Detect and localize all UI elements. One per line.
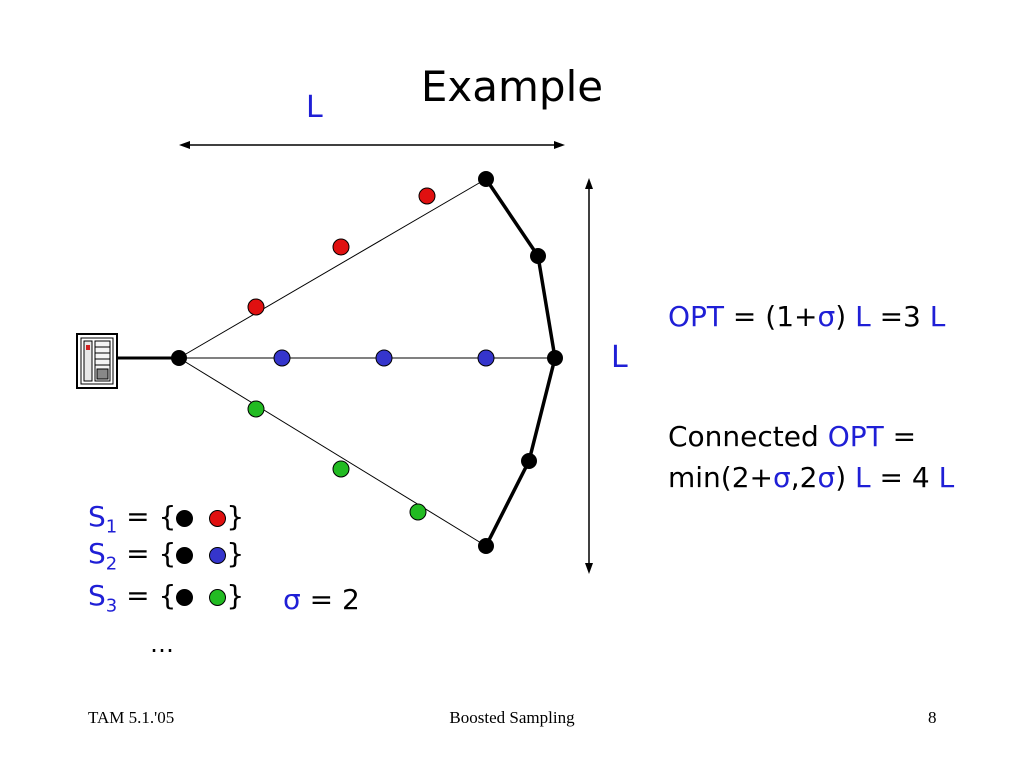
set-open: = { — [117, 537, 177, 570]
connected-eq: = — [883, 420, 917, 453]
connected-opt-line1: Connected OPT = — [668, 420, 916, 453]
red-node — [247, 298, 265, 316]
ellipsis: … — [150, 630, 174, 658]
green-node — [332, 460, 350, 478]
red-node — [332, 238, 350, 256]
green-node — [409, 503, 427, 521]
opt-eq1: = (1+ — [724, 300, 818, 333]
set-symbol: S — [88, 579, 106, 612]
scenario-set-3: S3 = {} — [88, 579, 244, 617]
sigma-symbol: σ — [283, 583, 301, 616]
scenario-set-2: S2 = {} — [88, 537, 244, 575]
blue-node — [375, 349, 393, 367]
set-subscript: 2 — [105, 553, 118, 575]
sigma-symbol: σ — [773, 461, 791, 494]
connected-text: ,2 — [790, 461, 818, 494]
black-node — [530, 248, 546, 264]
red-dot-icon — [209, 509, 227, 527]
set-close: } — [226, 500, 245, 533]
connected-prefix: Connected — [668, 420, 828, 453]
sigma-value: σ = 2 — [283, 583, 360, 616]
blue-node — [477, 349, 495, 367]
length-symbol: L — [855, 461, 871, 494]
server-icon — [76, 333, 118, 389]
page-number: 8 — [928, 708, 937, 727]
horizontal-dimension-arrow — [179, 141, 565, 149]
set-open: = { — [117, 579, 177, 612]
set-subscript: 1 — [105, 516, 118, 538]
blue-dot-icon — [209, 546, 227, 564]
set-close: } — [226, 537, 245, 570]
opt-equation: OPT = (1+σ) L =3 L — [668, 300, 945, 333]
black-node — [547, 350, 563, 366]
black-dot-icon — [176, 509, 194, 527]
connected-text: min(2+ — [668, 461, 773, 494]
opt-name: OPT — [827, 420, 884, 453]
connected-opt-line2: min(2+σ,2σ) L = 4 L — [668, 461, 954, 494]
set-symbol: S — [88, 537, 106, 570]
set-open: = { — [117, 500, 177, 533]
length-symbol: L — [938, 461, 955, 494]
set-subscript: 3 — [105, 595, 118, 617]
sigma-symbol: σ — [817, 461, 836, 494]
length-symbol: L — [855, 300, 871, 333]
black-dot-icon — [176, 588, 194, 606]
footer-title: Boosted Sampling — [449, 708, 575, 727]
connected-text: = 4 — [870, 461, 939, 494]
slide-title: Example — [420, 62, 604, 111]
edge — [178, 357, 487, 547]
footer-date: TAM 5.1.'05 — [88, 708, 175, 727]
length-symbol: L — [929, 300, 946, 333]
vertical-dimension-arrow — [585, 178, 593, 574]
black-dot-icon — [176, 546, 194, 564]
red-node — [418, 187, 436, 205]
sigma-value-text: = 2 — [300, 583, 360, 616]
right-length-label: L — [611, 340, 628, 375]
root-node — [171, 350, 187, 366]
scenario-set-1: S1 = {} — [88, 500, 244, 538]
opt-eq3: =3 — [870, 300, 930, 333]
blue-node — [273, 349, 291, 367]
set-symbol: S — [88, 500, 106, 533]
black-node — [478, 538, 494, 554]
top-length-label: L — [306, 90, 323, 125]
black-node — [478, 171, 494, 187]
connected-text: ) — [835, 461, 856, 494]
green-dot-icon — [209, 588, 227, 606]
black-node — [521, 453, 537, 469]
set-close: } — [226, 579, 245, 612]
opt-name: OPT — [668, 300, 725, 333]
green-node — [247, 400, 265, 418]
sigma-symbol: σ — [817, 300, 836, 333]
outer-path — [484, 178, 557, 547]
graph-nodes — [171, 171, 563, 554]
edge — [178, 178, 487, 359]
opt-eq2: ) — [835, 300, 856, 333]
